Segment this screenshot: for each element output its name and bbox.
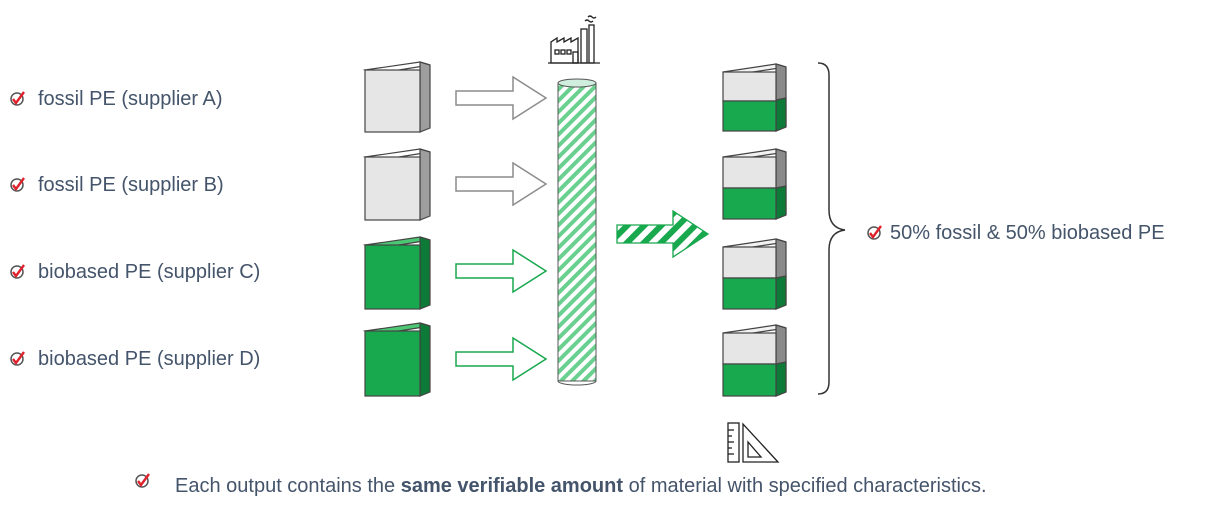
output-brace (817, 62, 846, 395)
factory-icon (548, 15, 600, 64)
input-label-supplier-a: fossil PE (supplier A) (38, 88, 223, 110)
footnote-suffix: of material with specified characteristi… (623, 475, 987, 497)
arrow-biobased-c (455, 248, 548, 294)
input-label-supplier-c: biobased PE (supplier C) (38, 261, 261, 283)
input-box-fossil-a (362, 61, 431, 133)
check-icon (10, 264, 25, 279)
footnote-emphasis: same verifiable amount (400, 475, 624, 497)
check-icon (135, 473, 150, 488)
arrow-biobased-d (455, 336, 548, 382)
input-box-biobased-d (362, 322, 431, 397)
output-block-2 (722, 148, 787, 220)
check-icon (10, 91, 25, 106)
output-arrow (616, 209, 710, 259)
output-block-1 (722, 63, 787, 132)
check-icon (10, 351, 25, 366)
mixing-cylinder (557, 78, 597, 386)
ruler-triangle-icon (727, 422, 780, 463)
footnote-prefix: Each output contains the (175, 475, 401, 497)
input-label-supplier-b: fossil PE (supplier B) (38, 174, 224, 196)
input-box-fossil-b (362, 148, 431, 221)
arrow-fossil-a (455, 75, 548, 121)
footnote: Each output contains the same verifiable… (175, 475, 987, 498)
check-icon (867, 225, 882, 240)
output-block-3 (722, 238, 787, 310)
output-block-4 (722, 324, 787, 397)
output-label: 50% fossil & 50% biobased PE (890, 222, 1165, 244)
input-label-supplier-d: biobased PE (supplier D) (38, 348, 261, 370)
arrow-fossil-b (455, 161, 548, 207)
input-box-biobased-c (362, 236, 431, 310)
check-icon (10, 177, 25, 192)
